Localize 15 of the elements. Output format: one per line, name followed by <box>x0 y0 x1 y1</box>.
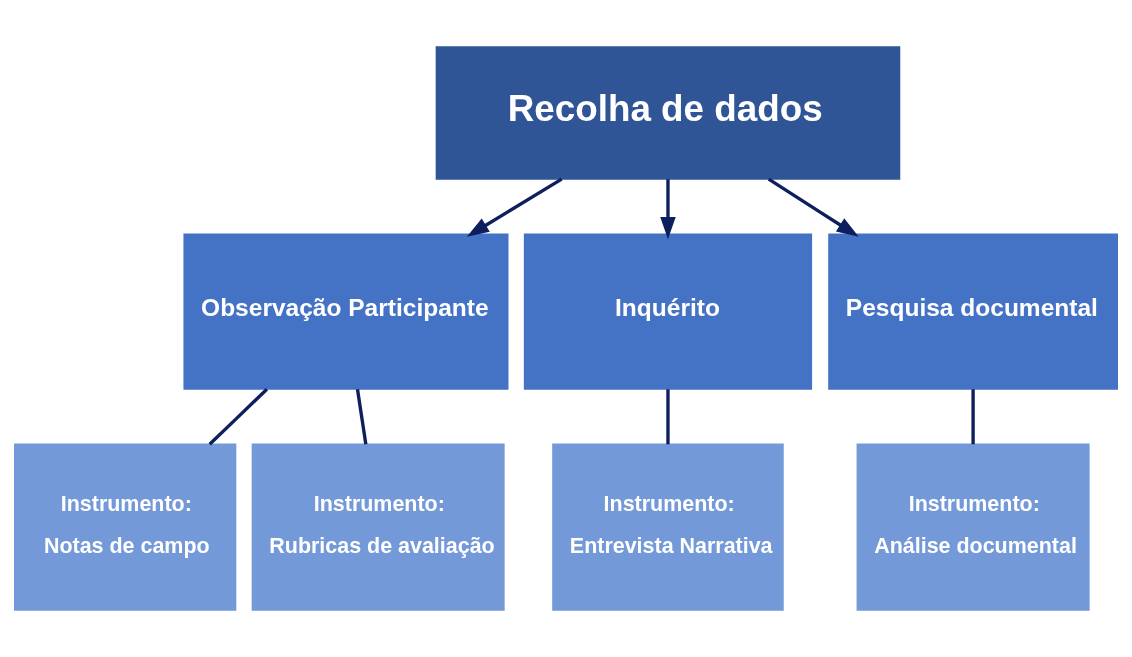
node-box: Pesquisa documental <box>828 233 1118 390</box>
node-box: Observação Participante <box>183 233 509 390</box>
arrow <box>660 179 676 240</box>
connector <box>971 389 975 445</box>
connector <box>208 388 269 446</box>
arrow <box>767 177 859 237</box>
node-box: Instrumento: Notas de campo <box>14 443 237 611</box>
node-box: Inquérito <box>523 233 813 390</box>
connector <box>666 389 670 445</box>
node-box: Instrumento: Análise documental <box>856 443 1090 611</box>
node-box: Instrumento: Entrevista Narrativa <box>552 443 784 611</box>
node-box: Recolha de dados <box>435 46 901 180</box>
arrow <box>466 177 563 237</box>
node-box: Instrumento: Rubricas de avaliação <box>251 443 505 611</box>
connector <box>355 389 368 445</box>
